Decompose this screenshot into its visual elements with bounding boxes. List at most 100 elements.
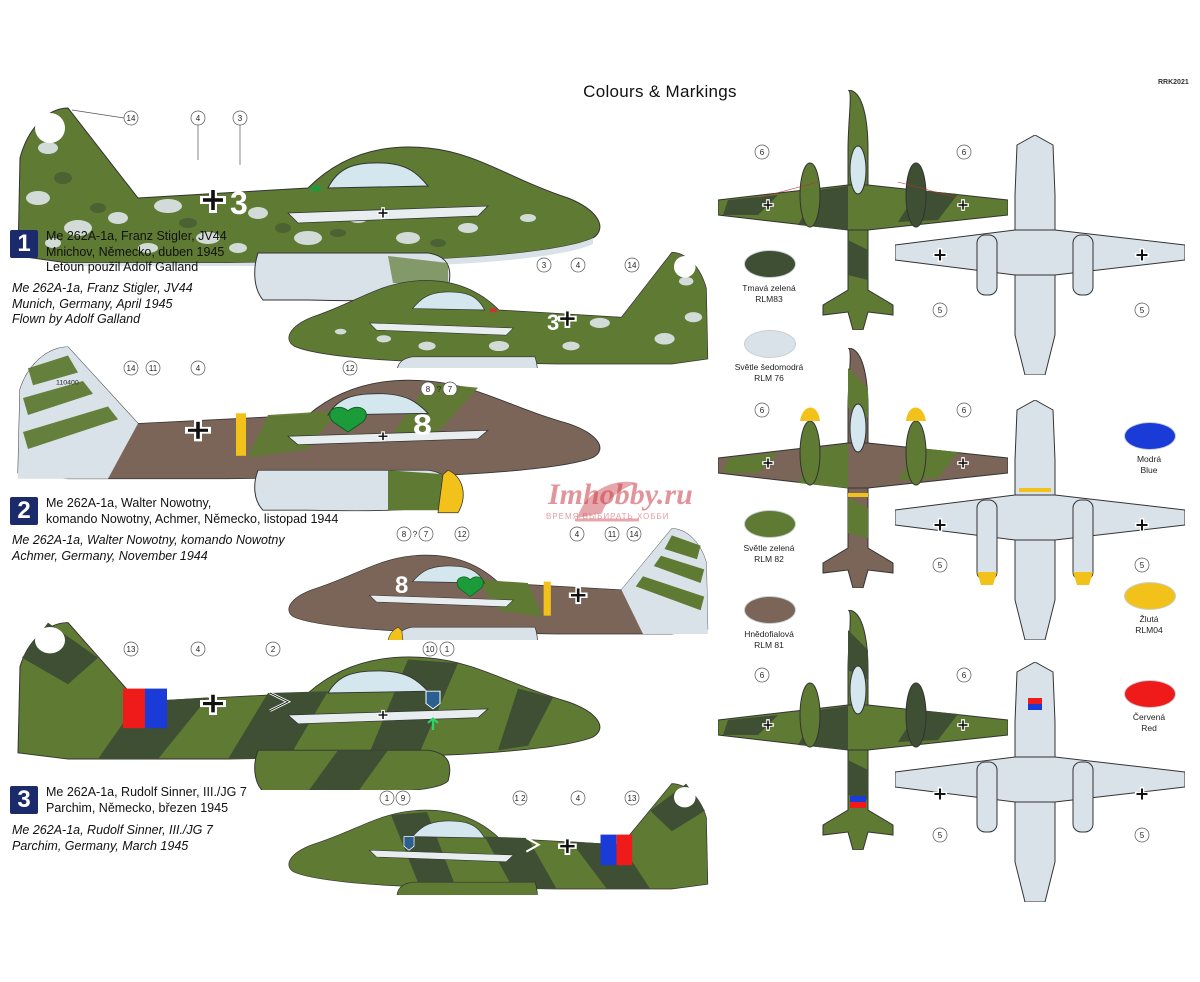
plan-bottom-view-3 [895,662,1185,902]
profile-2-right-side: 8 [288,528,709,640]
profile-2-left-side: 8 110400 [17,346,601,514]
colour-code: Red [1141,722,1157,733]
profile-2-callouts: 14 11 4 12 8 ? 7 [123,360,458,395]
colour-name-czech: Světle šedomodrá [734,362,804,372]
callout-8: 8 [426,385,431,394]
callout-4: 4 [576,261,581,270]
colour-code: RLM04 [1135,624,1163,635]
colour-code: Blue [1140,464,1158,475]
sheet-code: RRK2021 [1158,79,1189,86]
plan-top-view-1 [718,90,1008,330]
callout-6: 6 [962,671,967,680]
watermark-name: Imhobby.ru [548,478,693,511]
callout-5: 5 [938,561,943,570]
watermark-tagline: ВРЕМЯ ВЫБИРАТЬ ХОББИ [546,512,670,521]
colour-name-czech: Světle zelená [743,543,795,553]
plan-bottom-view-2 [895,400,1185,640]
colour-name-czech: Červená [1132,712,1166,722]
callout-5: 5 [1140,306,1145,315]
tail-serial: 110400 [56,380,79,386]
callout-13: 13 [628,794,637,803]
page-title: Colours & Markings [583,82,737,101]
fuselage-code-2: 8 [413,408,432,441]
option-2-czech: Me 262A-1a, Walter Nowotny,komando Nowot… [46,496,339,526]
callout-3: 3 [542,261,547,270]
profile-3b-callouts: 1 9 1 2 4 13 [379,790,640,806]
watermark-logo-icon [575,481,639,522]
callout-10: 10 [426,645,435,654]
colour-swatch [744,596,796,624]
colour-swatch [744,330,796,358]
callout-5: 5 [1140,561,1145,570]
colour-code: RLM 81 [754,639,784,650]
callout-2: 2 [271,645,276,654]
colour-name-czech: Žlutá [1139,614,1159,624]
colour-swatch [1124,422,1176,450]
profile-3-right-side [288,783,709,895]
callout-3: 3 [238,114,243,123]
plan-top-view-3 [718,610,1008,850]
callout-question: ? [437,385,442,394]
callout-5: 5 [938,831,943,840]
callout-4: 4 [575,530,580,539]
callout-5: 5 [938,306,943,315]
callout-4: 4 [196,364,201,373]
option-2-english: Me 262A-1a, Walter Nowotny, komando Nowo… [12,533,285,563]
plan-callouts-lower: 5 5 [932,827,1150,843]
callout-8: 8 [402,530,407,539]
callout-5: 5 [1140,831,1145,840]
callout-1: 1 [385,794,390,803]
profile-1-callouts: 14 4 3 [71,109,248,165]
colour-name-czech: Modrá [1136,454,1162,464]
callout-7: 7 [448,385,453,394]
callout-12: 12 [346,364,355,373]
profile-1b-callouts: 3 4 14 [536,257,640,273]
callout-12: 12 [458,530,467,539]
option-number-3: 3 [10,786,38,814]
callout-4: 4 [196,645,201,654]
callout-9: 9 [401,794,406,803]
option-number-1: 1 [10,230,38,258]
callout-6: 6 [760,671,765,680]
fuselage-code-2b: 8 [395,572,408,599]
callout-6: 6 [760,406,765,415]
profile-1-right-side: 3 [288,252,709,368]
callout-14: 14 [127,114,136,123]
plan-callouts: 6 6 5 5 6 6 5 5 6 6 [754,144,1150,683]
callout-4: 4 [576,794,581,803]
colour-code: RLM 76 [754,372,784,383]
callout-6: 6 [962,148,967,157]
colour-name-czech: Tmavá zelená [742,283,796,293]
callout-14: 14 [630,530,639,539]
callout-14: 14 [628,261,637,270]
callout-4: 4 [196,114,201,123]
callout-6: 6 [760,148,765,157]
callout-7: 7 [424,530,429,539]
callout-1: 1 [445,645,450,654]
option-number-2: 2 [10,497,38,525]
profile-3-left-side [17,622,601,790]
callout-11: 11 [149,364,158,373]
callout-6: 6 [962,406,967,415]
colour-code: RLM83 [755,293,783,304]
callout-11: 11 [608,530,617,539]
colour-name-czech: Hnědofialová [744,629,794,639]
colour-swatch [744,510,796,538]
colour-swatch [1124,582,1176,610]
callout-question: ? [413,530,418,539]
plan-bottom-view-1 [895,135,1185,375]
plan-top-view-2 [718,348,1008,588]
fuselage-code-1: 3 [230,185,248,221]
callout-1-2: 1 2 [514,794,526,803]
colour-swatch [744,250,796,278]
callout-13: 13 [127,645,136,654]
fuselage-code-1b: 3 [547,310,559,335]
